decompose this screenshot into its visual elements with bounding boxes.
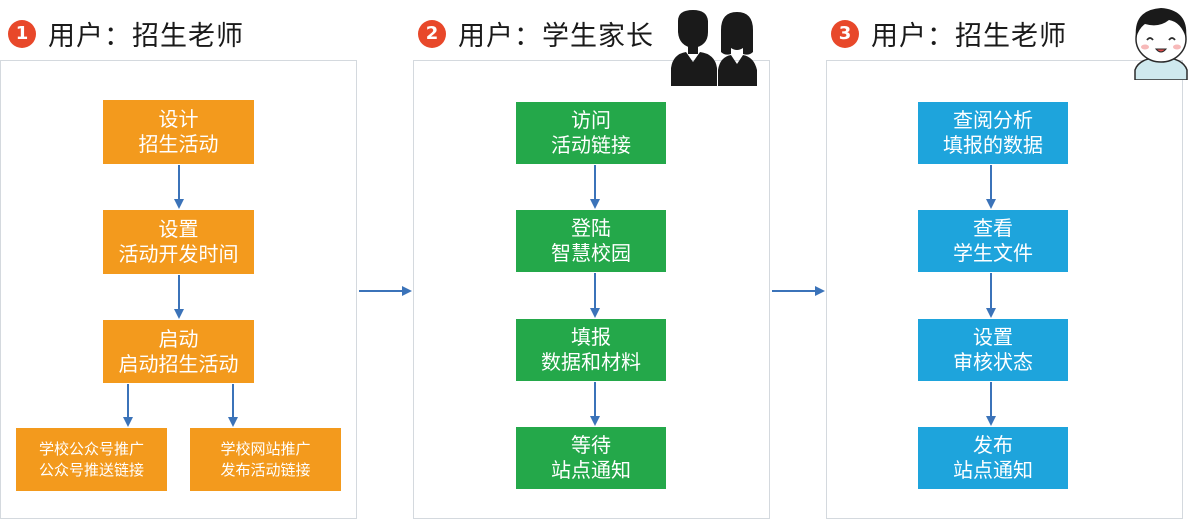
column-1-header: 1 用户：招生老师 <box>8 14 244 53</box>
step-set-activity-time: 设置 活动开发时间 <box>103 210 254 274</box>
step-label-line1: 查阅分析 <box>953 108 1033 132</box>
step-label-line2: 站点通知 <box>953 458 1033 482</box>
step-label-line2: 站点通知 <box>551 458 631 482</box>
step-label-line1: 启动 <box>158 326 199 351</box>
step-fill-data-materials: 填报 数据和材料 <box>516 319 666 381</box>
step-view-student-files: 查看 学生文件 <box>918 210 1068 272</box>
column-3-title: 用户：招生老师 <box>871 21 1067 52</box>
step-label-line1: 设置 <box>158 217 199 241</box>
step-label-line1: 设计 <box>158 107 199 131</box>
step-label-line2: 活动链接 <box>551 133 631 157</box>
step-label-line2: 活动开发时间 <box>118 242 239 266</box>
column-2-header: 2 用户：学生家长 <box>418 14 654 53</box>
step-label-line2: 招生活动 <box>138 132 219 156</box>
branch-label-line1: 学校网站推广 <box>220 439 311 458</box>
branch-label-line2: 公众号推送链接 <box>38 460 144 479</box>
step-label-line2: 启动招生活动 <box>118 351 239 376</box>
step-number-badge-1: 1 <box>8 19 36 48</box>
step-label-line1: 访问 <box>571 108 611 132</box>
parents-silhouette-icon <box>671 10 757 86</box>
column-2-title: 用户：学生家长 <box>458 21 654 52</box>
step-review-submitted-data: 查阅分析 填报的数据 <box>918 102 1068 164</box>
step-label-line2: 数据和材料 <box>541 350 641 374</box>
branch-website-promotion: 学校网站推广 发布活动链接 <box>190 428 341 491</box>
column-1-title: 用户：招生老师 <box>48 21 244 52</box>
step-label-line1: 登陆 <box>571 216 611 240</box>
column-3-header: 3 用户：招生老师 <box>831 14 1067 53</box>
step-label-line2: 审核状态 <box>953 350 1033 374</box>
step-label-line1: 发布 <box>973 433 1013 457</box>
step-label-line1: 等待 <box>571 433 611 457</box>
step-publish-site-notice: 发布 站点通知 <box>918 427 1068 489</box>
step-visit-activity-link: 访问 活动链接 <box>516 102 666 164</box>
step-number-badge-3: 3 <box>831 19 859 48</box>
step-label-line1: 填报 <box>571 325 611 349</box>
step-label-line1: 设置 <box>973 325 1013 349</box>
step-label-line2: 填报的数据 <box>943 133 1043 157</box>
branch-wechat-promotion: 学校公众号推广 公众号推送链接 <box>16 428 167 491</box>
step-label-line2: 智慧校园 <box>551 241 631 265</box>
step-launch-recruitment: 启动 启动招生活动 <box>103 320 254 383</box>
smiling-teacher-avatar-icon <box>1134 8 1188 80</box>
step-label-line2: 学生文件 <box>953 241 1033 265</box>
step-wait-site-notice: 等待 站点通知 <box>516 427 666 489</box>
step-set-review-status: 设置 审核状态 <box>918 319 1068 381</box>
step-login-smart-campus: 登陆 智慧校园 <box>516 210 666 272</box>
step-design-recruitment: 设计 招生活动 <box>103 100 254 164</box>
step-label-line1: 查看 <box>973 216 1013 240</box>
step-number-badge-2: 2 <box>418 19 446 48</box>
branch-label-line1: 学校公众号推广 <box>38 439 144 458</box>
branch-label-line2: 发布活动链接 <box>220 460 311 479</box>
